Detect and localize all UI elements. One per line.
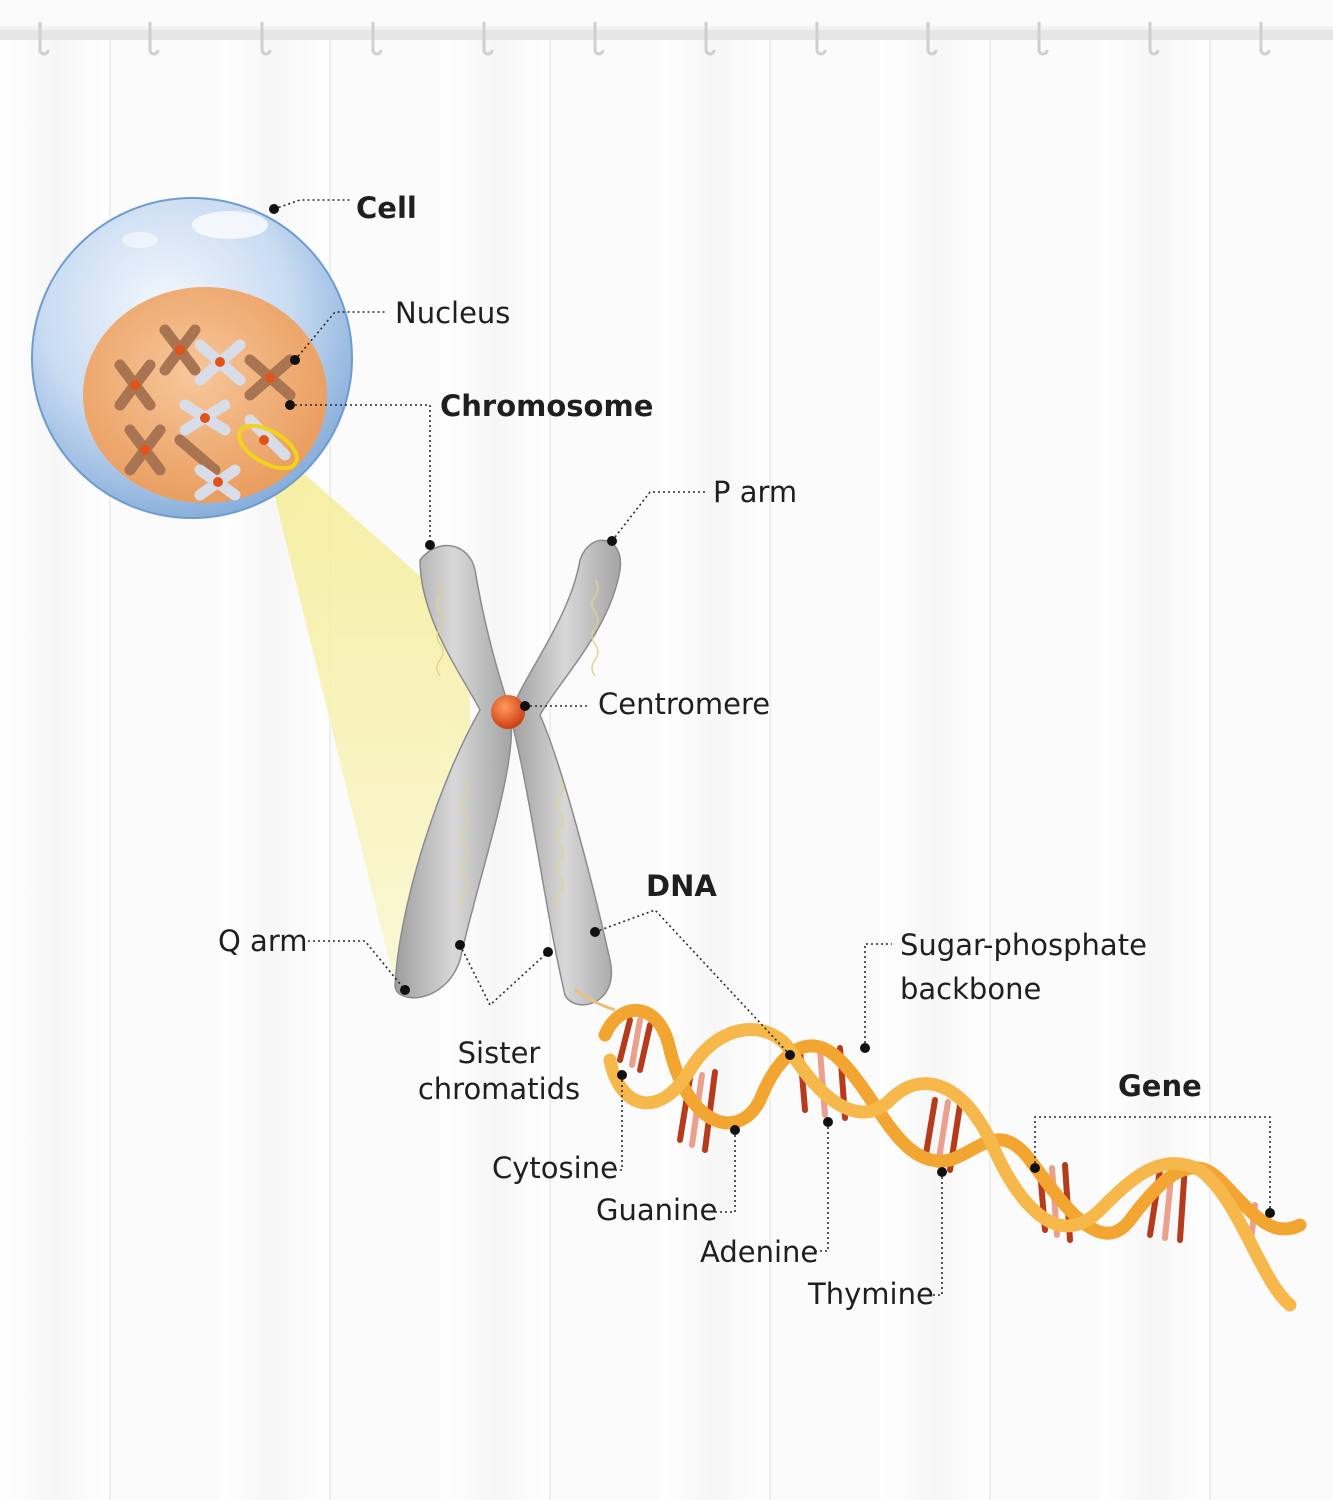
label-guanine: Guanine [596, 1193, 717, 1227]
label-sugar-phosphate-line1: Sugar-phosphate [900, 928, 1147, 962]
leader-lines [273, 199, 1271, 1296]
label-thymine: Thymine [807, 1277, 934, 1311]
label-nucleus: Nucleus [395, 296, 510, 330]
label-p-arm: P arm [713, 475, 797, 509]
label-sister-chromatids-line1: Sister [458, 1036, 541, 1070]
centromere-illustration [491, 695, 525, 729]
zoom-beam [262, 445, 470, 985]
pointer-dots [269, 204, 1275, 1218]
diagram-labels: Cell Nucleus Chromosome P arm Centromere… [218, 191, 1202, 1311]
label-cell: Cell [356, 191, 417, 225]
dna-strand-unwinding [574, 988, 616, 1012]
label-gene: Gene [1118, 1069, 1202, 1103]
curtain-rod [0, 22, 1333, 56]
chromatid-left [394, 544, 513, 999]
nucleus-illustration [83, 287, 327, 503]
label-adenine: Adenine [700, 1235, 818, 1269]
label-sugar-phosphate-line2: backbone [900, 972, 1041, 1006]
label-centromere: Centromere [598, 687, 770, 721]
label-cytosine: Cytosine [492, 1151, 618, 1185]
label-dna: DNA [646, 869, 717, 903]
dna-helix-illustration [598, 1004, 1307, 1312]
backbone-strand-1 [598, 1004, 1307, 1240]
label-chromosome: Chromosome [440, 389, 653, 423]
label-q-arm: Q arm [218, 924, 307, 958]
label-sister-chromatids-line2: chromatids [418, 1072, 580, 1106]
chromosome-illustration [394, 539, 622, 1012]
backbone-strand-2 [603, 1023, 1297, 1312]
